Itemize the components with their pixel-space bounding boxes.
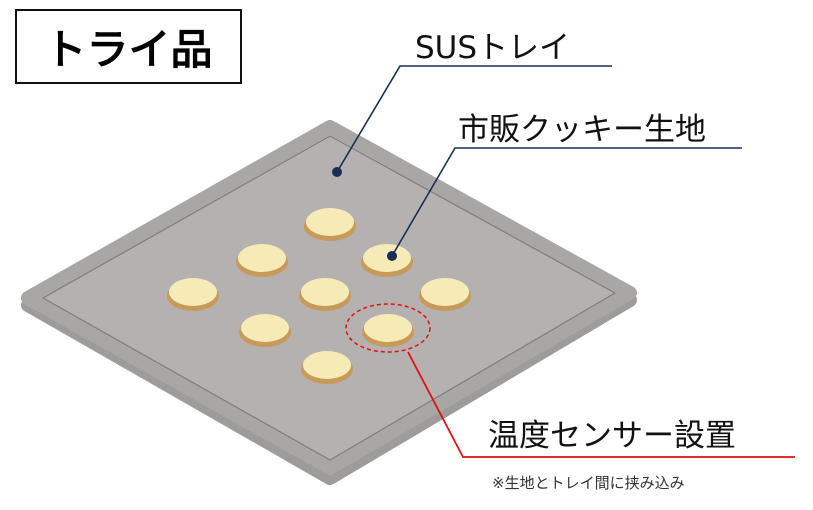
sensor-label: 温度センサー設置	[488, 418, 736, 454]
dough-label: 市販クッキー生地	[458, 112, 706, 148]
dough-leader	[387, 147, 742, 261]
sensor-marker	[345, 303, 795, 458]
cookie-group	[167, 208, 471, 384]
page-title: トライ品	[15, 9, 242, 84]
tray-label: SUSトレイ	[415, 30, 571, 66]
cookie	[299, 278, 351, 311]
sensor-note: ※生地とトレイ間に挟み込み	[492, 474, 685, 492]
cookie	[361, 244, 413, 277]
cookie	[362, 314, 414, 347]
tray-leader	[332, 65, 612, 177]
cookie	[304, 208, 356, 241]
cookie	[239, 314, 291, 347]
cookie	[236, 244, 288, 277]
cookie	[167, 278, 219, 311]
cookie	[301, 351, 353, 384]
cookie	[419, 278, 471, 311]
